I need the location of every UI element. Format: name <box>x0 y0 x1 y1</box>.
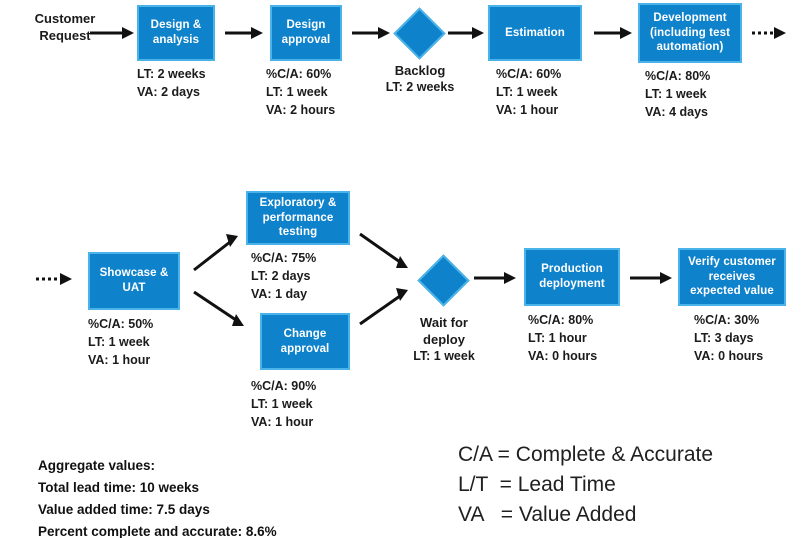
process-label-production-deployment: Production deployment <box>539 263 605 290</box>
process-box-design-analysis[interactable]: Design & analysis <box>137 5 215 61</box>
metrics-exploratory-performance-testing: %C/A: 75% LT: 2 days VA: 1 day <box>251 251 317 301</box>
metrics-estimation: %C/A: 60% LT: 1 week VA: 1 hour <box>496 67 562 117</box>
arrow-request-to-design <box>90 25 134 41</box>
process-label-showcase-uat: Showcase & UAT <box>99 267 169 294</box>
process-box-development[interactable]: Development (including test automation) <box>638 3 742 63</box>
process-box-estimation[interactable]: Estimation <box>488 5 582 61</box>
process-label-design-analysis: Design & analysis <box>150 19 202 46</box>
label-wait-for-deploy: Wait for deploy <box>420 315 468 348</box>
process-label-design-approval: Design approval <box>281 19 331 46</box>
legend-abbreviations: C/A = Complete & Accurate L/T = Lead Tim… <box>458 443 714 526</box>
aggregate-values-block: Aggregate values: Total lead time: 10 we… <box>38 458 277 538</box>
arrow-exploratory-to-wait <box>358 230 416 272</box>
arrow-showcase-to-change-approval <box>192 288 252 332</box>
diamond-backlog[interactable] <box>393 7 446 60</box>
process-label-verify-customer-value: Verify customer receives expected value <box>688 255 776 298</box>
arrow-showcase-to-exploratory <box>192 232 244 272</box>
arrow-change-approval-to-wait <box>358 286 416 328</box>
metrics-wait-for-deploy: LT: 1 week <box>413 349 475 363</box>
metrics-change-approval: %C/A: 90% LT: 1 week VA: 1 hour <box>251 379 317 429</box>
process-label-exploratory-performance-testing: Exploratory & performance testing <box>259 196 337 239</box>
process-label-estimation: Estimation <box>505 26 565 39</box>
diamond-wait-for-deploy[interactable] <box>417 254 470 307</box>
arrow-estimation-to-development <box>594 25 632 41</box>
metrics-production-deployment: %C/A: 80% LT: 1 hour VA: 0 hours <box>528 313 598 363</box>
metrics-backlog: LT: 2 weeks <box>385 80 455 94</box>
metrics-showcase-uat: %C/A: 50% LT: 1 week VA: 1 hour <box>88 317 154 367</box>
arrow-production-to-verify <box>630 270 672 286</box>
metrics-verify-customer-value: %C/A: 30% LT: 3 days VA: 0 hours <box>694 313 764 363</box>
arrow-row1-continues-dotted <box>752 25 788 41</box>
arrow-wait-to-production <box>474 270 516 286</box>
process-box-design-approval[interactable]: Design approval <box>270 5 342 61</box>
metrics-development: %C/A: 80% LT: 1 week VA: 4 days <box>645 69 711 119</box>
label-backlog: Backlog <box>394 63 446 78</box>
process-box-change-approval[interactable]: Change approval <box>260 313 350 370</box>
process-box-showcase-uat[interactable]: Showcase & UAT <box>88 252 180 310</box>
arrow-design-to-approval <box>225 25 263 41</box>
customer-request-label: Customer Request <box>34 11 96 44</box>
process-box-verify-customer-value[interactable]: Verify customer receives expected value <box>678 248 786 306</box>
arrow-backlog-to-estimation <box>448 25 484 41</box>
arrow-approval-to-backlog <box>352 25 390 41</box>
process-box-production-deployment[interactable]: Production deployment <box>524 248 620 306</box>
process-label-change-approval: Change approval <box>280 327 330 355</box>
metrics-design-analysis: LT: 2 weeks VA: 2 days <box>137 67 206 99</box>
process-box-exploratory-performance-testing[interactable]: Exploratory & performance testing <box>246 191 350 245</box>
metrics-design-approval: %C/A: 60% LT: 1 week VA: 2 hours <box>266 67 336 117</box>
arrow-row2-continued-dotted <box>36 271 74 287</box>
process-label-development: Development (including test automation) <box>649 11 731 54</box>
